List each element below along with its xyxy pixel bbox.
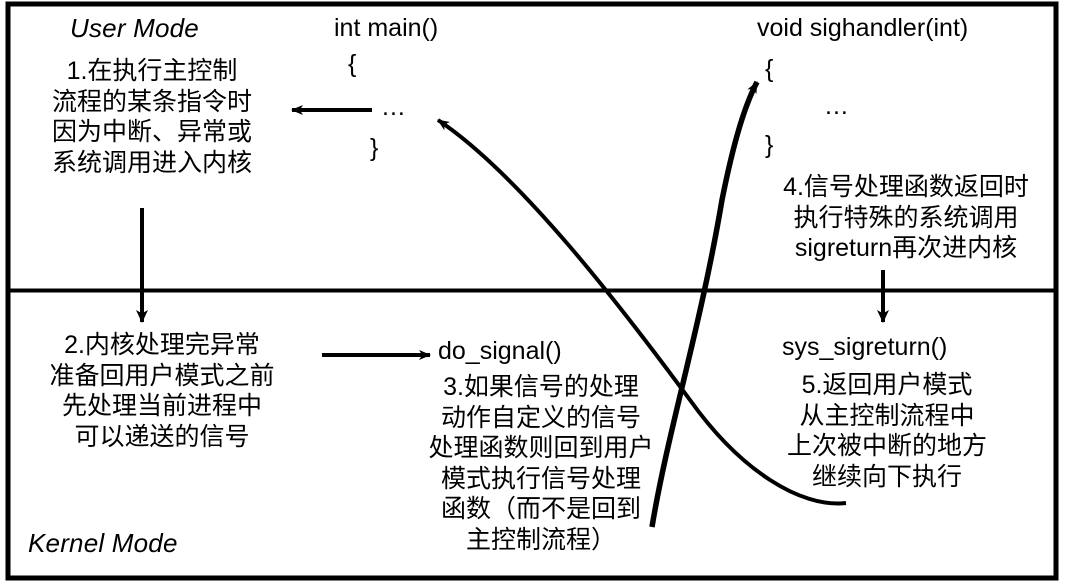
sighandler-open-brace: { <box>765 55 774 83</box>
sys-sigreturn-name: sys_sigreturn() <box>782 333 948 361</box>
kernel-mode-label: Kernel Mode <box>28 528 178 558</box>
kernel-mode-step2-text: 2.内核处理完异常 准备回用户模式之前 先处理当前进程中 可以递送的信号 <box>49 331 275 451</box>
kernel-mode-step3-text: 3.如果信号的处理 动作自定义的信号 处理函数则回到用户 模式执行信号处理 函数… <box>428 373 654 554</box>
do-signal-name: do_signal() <box>438 337 562 365</box>
sighandler-body-dots: ... <box>825 92 849 120</box>
main-body-dots: ... <box>382 93 406 121</box>
kernel-mode-step5-text: 5.返回用户模式 从主控制流程中 上次被中断的地方 继续向下执行 <box>786 371 987 491</box>
main-signature: int main() <box>334 14 439 42</box>
user-mode-step1-text: 1.在执行主控制 流程的某条指令时 因为中断、异常或 系统调用进入内核 <box>51 57 252 177</box>
sighandler-close-brace: } <box>765 131 774 159</box>
sighandler-signature: void sighandler(int) <box>757 14 969 42</box>
user-mode-label: User Mode <box>70 13 199 43</box>
user-mode-step4-text: 4.信号处理函数返回时 执行特殊的系统调用 sigreturn再次进内核 <box>783 173 1029 262</box>
main-open-brace: { <box>348 50 357 78</box>
main-close-brace: } <box>370 134 379 162</box>
